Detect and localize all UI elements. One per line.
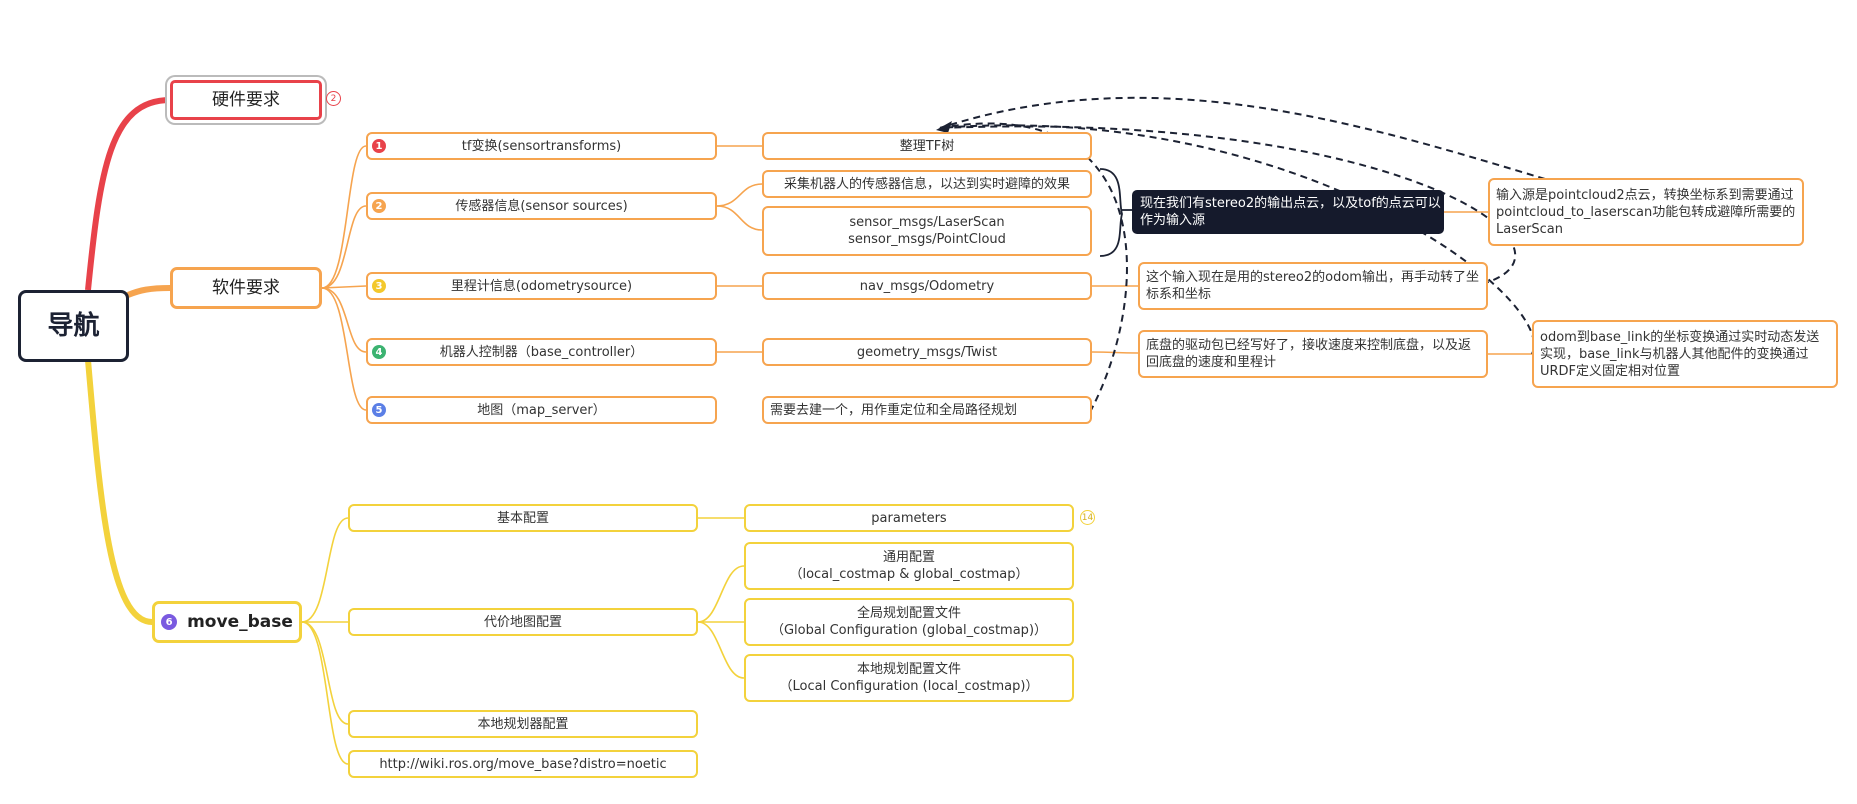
move-base-label: move_base <box>187 611 293 632</box>
note-controller-tf[interactable]: odom到base_link的坐标变换通过实时动态发送实现，base_link与… <box>1532 320 1838 388</box>
costmap-line: （local_costmap & global_costmap） <box>789 567 1029 582</box>
bracket <box>1099 168 1123 257</box>
costmap-line: （Global Configuration (global_costmap)） <box>770 623 1048 638</box>
detail-odometry-msg[interactable]: nav_msgs/Odometry <box>762 272 1092 300</box>
costmap-line: 本地规划配置文件 <box>856 662 961 677</box>
costmap-global[interactable]: 全局规划配置文件 （Global Configuration (global_c… <box>744 598 1074 646</box>
sw-item-label: tf变换(sensortransforms) <box>461 138 622 154</box>
note-controller[interactable]: 底盘的驱动包已经写好了，接收速度来控制底盘，以及返回底盘的速度和里程计 <box>1138 330 1488 378</box>
relation-1 <box>939 96 1546 180</box>
root-node[interactable]: 导航 <box>18 290 129 362</box>
detail-laserscan: sensor_msgs/LaserScan <box>849 215 1005 230</box>
mb-item-basic-config[interactable]: 基本配置 <box>348 504 698 532</box>
costmap-line: （Local Configuration (local_costmap)） <box>779 679 1039 694</box>
detail-tf-tree[interactable]: 整理TF树 <box>762 132 1092 160</box>
number-badge-6: 6 <box>161 614 178 630</box>
hardware-node[interactable]: 硬件要求 <box>170 80 322 120</box>
detail-parameters[interactable]: parameters <box>744 504 1074 532</box>
mb-item-local-planner[interactable]: 本地规划器配置 <box>348 710 698 738</box>
mb-item-costmap-config[interactable]: 代价地图配置 <box>348 608 698 636</box>
number-badge-3: 3 <box>372 279 386 293</box>
note-sensor-summary[interactable]: 现在我们有stereo2的输出点云，以及tof的点云可以作为输入源 <box>1132 190 1444 234</box>
costmap-local[interactable]: 本地规划配置文件 （Local Configuration (local_cos… <box>744 654 1074 702</box>
sw-item-label: 里程计信息(odometrysource) <box>450 278 633 294</box>
link-root-movebase <box>85 359 153 625</box>
sw-item-tf[interactable]: 1 tf变换(sensortransforms) <box>366 132 717 160</box>
costmap-line: 通用配置 <box>882 550 935 565</box>
sw-item-label: 传感器信息(sensor sources) <box>455 198 628 214</box>
mb-item-wiki-link[interactable]: http://wiki.ros.org/move_base?distro=noe… <box>348 750 698 778</box>
sw-item-odometry[interactable]: 3 里程计信息(odometrysource) <box>366 272 717 300</box>
relation-4 <box>939 122 1128 413</box>
link-root-hardware <box>85 97 171 291</box>
detail-twist-msg[interactable]: geometry_msgs/Twist <box>762 338 1092 366</box>
costmap-line: 全局规划配置文件 <box>856 606 961 621</box>
sw-item-label: 地图（map_server） <box>477 402 606 418</box>
detail-map-desc[interactable]: 需要去建一个，用作重定位和全局路径规划 <box>762 396 1092 424</box>
sw-item-map[interactable]: 5 地图（map_server） <box>366 396 717 424</box>
number-badge-4: 4 <box>372 345 386 359</box>
relation-2 <box>939 125 1516 285</box>
number-badge-1: 1 <box>372 139 386 153</box>
move-base-node[interactable]: 6 move_base <box>152 601 302 643</box>
sw-item-sensor[interactable]: 2 传感器信息(sensor sources) <box>366 192 717 220</box>
detail-sensor-msgs[interactable]: sensor_msgs/LaserScan sensor_msgs/PointC… <box>762 206 1092 256</box>
number-badge-2: 2 <box>372 199 386 213</box>
number-badge-5: 5 <box>372 403 386 417</box>
detail-sensor-desc[interactable]: 采集机器人的传感器信息，以达到实时避障的效果 <box>762 170 1092 198</box>
software-node[interactable]: 软件要求 <box>170 267 322 309</box>
link-root-software <box>126 285 171 298</box>
note-odometry[interactable]: 这个输入现在是用的stereo2的odom输出，再手动转了坐标系和坐标 <box>1138 262 1488 310</box>
hardware-count-badge[interactable]: 2 <box>326 91 341 106</box>
sw-item-controller[interactable]: 4 机器人控制器（base_controller） <box>366 338 717 366</box>
parameters-count-badge[interactable]: 14 <box>1080 510 1095 525</box>
detail-pointcloud: sensor_msgs/PointCloud <box>848 232 1006 247</box>
costmap-common[interactable]: 通用配置 （local_costmap & global_costmap） <box>744 542 1074 590</box>
sw-item-label: 机器人控制器（base_controller） <box>439 344 644 360</box>
note-sensor-source[interactable]: 输入源是pointcloud2点云，转换坐标系到需要通过pointcloud_t… <box>1488 178 1804 246</box>
